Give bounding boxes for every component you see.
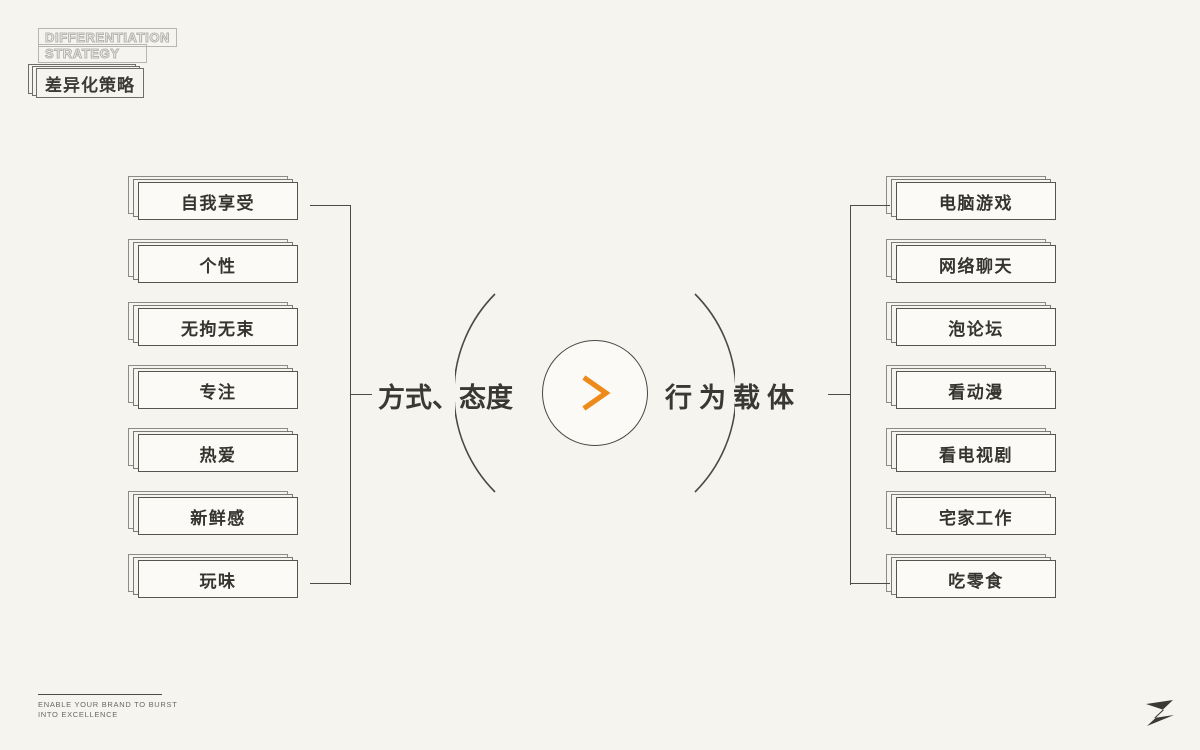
card-label: 新鲜感 [138,497,298,535]
right-carrier-card[interactable]: 泡论坛 [886,302,1058,352]
footer-line2: INTO EXCELLENCE [38,710,118,719]
center-chevron-badge [542,340,648,446]
card-label: 网络聊天 [896,245,1056,283]
right-carrier-card[interactable]: 网络聊天 [886,239,1058,289]
footer-tagline: ENABLE YOUR BRAND TO BURST INTO EXCELLEN… [38,694,218,720]
card-label: 看动漫 [896,371,1056,409]
footer-divider [38,694,162,695]
z-logo-mark [1146,700,1174,726]
card-label: 无拘无束 [138,308,298,346]
right-bracket-stub [828,394,850,395]
right-bracket [828,205,890,585]
center-right-label: 行为载体 [665,382,801,413]
left-bracket-stub [350,394,372,395]
center-left-label: 方式、态度 [378,382,513,413]
card-label: 宅家工作 [896,497,1056,535]
right-carrier-card[interactable]: 吃零食 [886,554,1058,604]
left-attribute-card[interactable]: 专注 [128,365,300,415]
card-label: 泡论坛 [896,308,1056,346]
right-bracket-spine [850,205,851,585]
brand-cn-label: 差异化策略 [36,68,144,98]
brand-en-line2: STRATEGY [38,44,147,63]
chevron-right-icon [582,375,611,411]
right-carrier-card[interactable]: 看动漫 [886,365,1058,415]
left-attribute-card[interactable]: 新鲜感 [128,491,300,541]
left-bracket-top-arm [310,205,350,206]
right-carrier-card[interactable]: 宅家工作 [886,491,1058,541]
brand-mark: DIFFERENTIATION STRATEGY 差异化策略 [28,28,228,100]
left-attribute-card[interactable]: 玩味 [128,554,300,604]
left-bracket-spine [350,205,351,585]
card-label: 吃零食 [896,560,1056,598]
outer-ring-decoration [455,293,735,493]
card-label: 自我享受 [138,182,298,220]
footer-line1: ENABLE YOUR BRAND TO BURST [38,700,178,709]
left-bracket [310,205,372,585]
right-bracket-top-arm [850,205,890,206]
left-bracket-bottom-arm [310,583,350,584]
card-label: 玩味 [138,560,298,598]
card-label: 个性 [138,245,298,283]
left-attribute-card[interactable]: 热爱 [128,428,300,478]
card-label: 热爱 [138,434,298,472]
right-carrier-card[interactable]: 看电视剧 [886,428,1058,478]
left-attribute-card[interactable]: 自我享受 [128,176,300,226]
right-carrier-card[interactable]: 电脑游戏 [886,176,1058,226]
brand-en-line1: DIFFERENTIATION [38,28,178,47]
card-label: 电脑游戏 [896,182,1056,220]
card-label: 看电视剧 [896,434,1056,472]
left-attribute-card[interactable]: 个性 [128,239,300,289]
brand-cn-box: 差异化策略 [28,64,148,98]
card-label: 专注 [138,371,298,409]
left-attribute-card[interactable]: 无拘无束 [128,302,300,352]
right-bracket-bottom-arm [850,583,890,584]
